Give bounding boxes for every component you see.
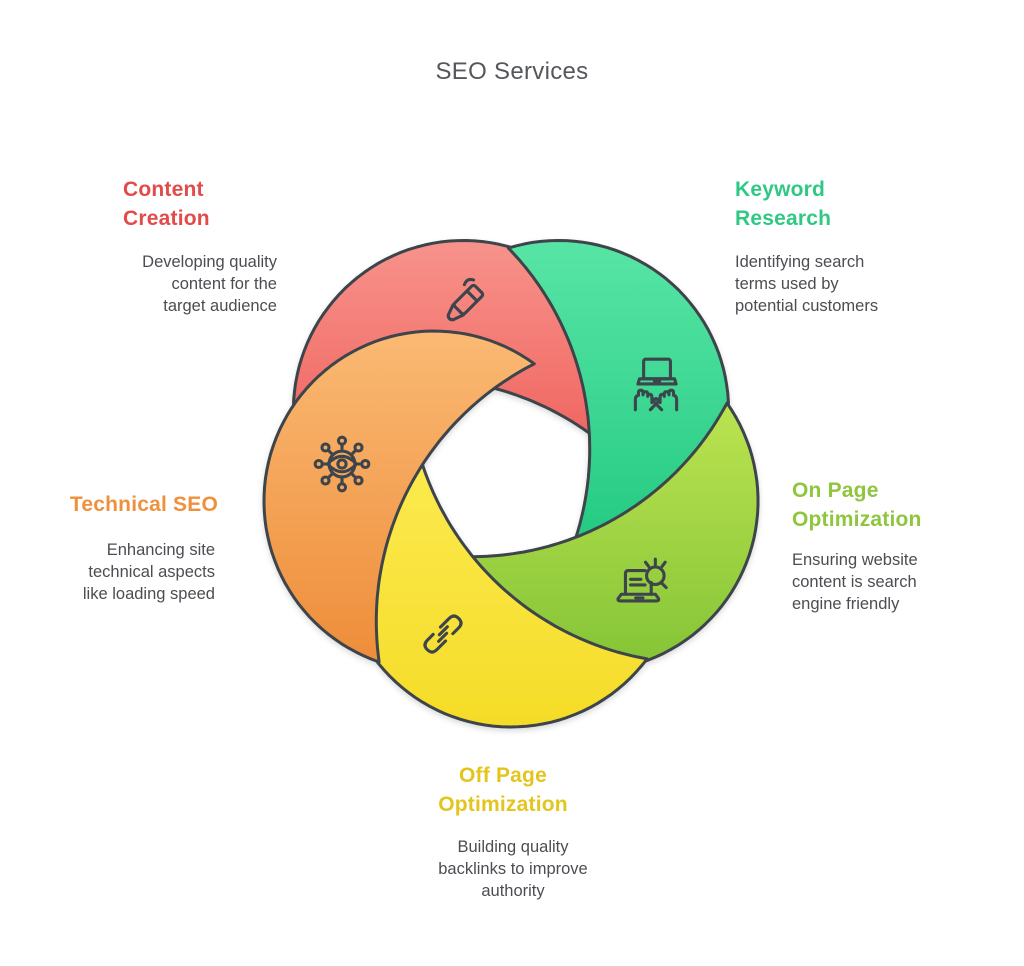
on-page-optimization-description: Ensuring website content is search engin… bbox=[792, 551, 918, 613]
link-icon bbox=[423, 614, 463, 654]
page-title: SEO Services bbox=[435, 58, 589, 85]
off-page-optimization-heading: Off Page Optimization bbox=[438, 764, 568, 816]
marker-icon bbox=[446, 277, 485, 322]
keyword-research-heading: Keyword Research bbox=[735, 178, 832, 230]
laptop-search-icon bbox=[616, 557, 668, 603]
content-creation-heading: Content Creation bbox=[123, 178, 210, 230]
off-page-optimization-description: Building quality backlinks to improve au… bbox=[438, 838, 588, 900]
technical-seo-heading: Technical SEO bbox=[69, 493, 218, 516]
technical-seo-description: Enhancing site technical aspects like lo… bbox=[82, 541, 215, 603]
keyword-research-description: Identifying search terms used by potenti… bbox=[735, 253, 879, 315]
content-creation-description: Developing quality content for the targe… bbox=[142, 253, 277, 315]
vision-icon bbox=[313, 435, 371, 493]
on-page-optimization-heading: On Page Optimization bbox=[792, 479, 922, 531]
petal-technical-seo bbox=[262, 329, 536, 664]
typing-hands-icon bbox=[633, 357, 679, 412]
